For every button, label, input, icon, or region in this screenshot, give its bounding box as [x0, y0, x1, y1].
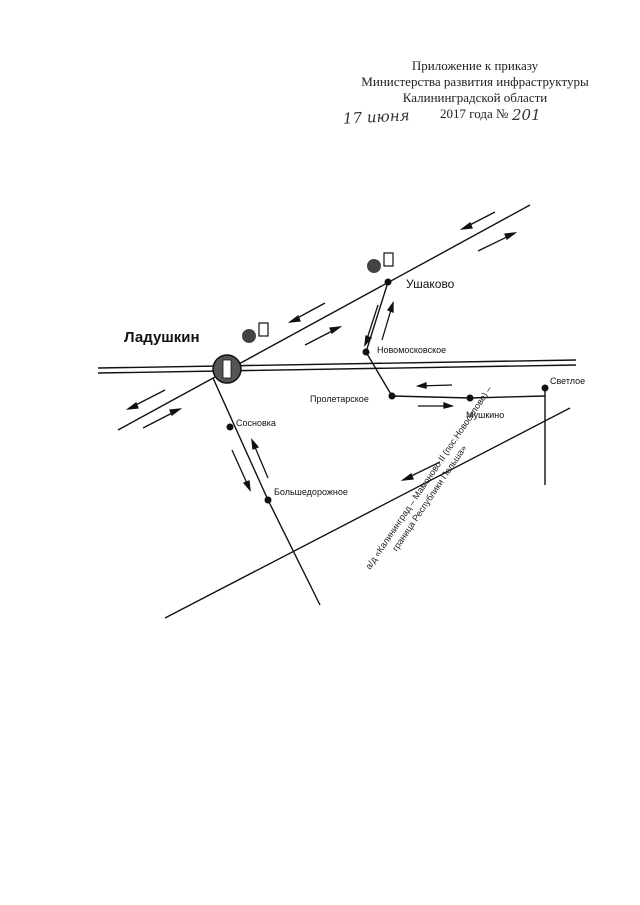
main-diagonal-road [117, 204, 531, 431]
arrow-head [169, 408, 183, 417]
arrow-head [251, 437, 260, 450]
label-novomoskovskoe: Новомосковское [377, 345, 446, 355]
arrow-head [125, 401, 139, 410]
header-line-3: Калининградской области [402, 90, 548, 105]
arrow-head [459, 221, 473, 230]
order-header: Приложение к приказу Министерства развит… [340, 58, 610, 106]
arrow-head [329, 326, 343, 335]
horizontal-road-top [97, 359, 577, 369]
arrow-head [287, 314, 301, 323]
stop-mushkino [466, 394, 474, 402]
header-line-1: Приложение к приказу [411, 58, 539, 73]
header-year: 2017 года № [440, 106, 509, 121]
horizontal-road-bottom [97, 364, 577, 374]
label-mushkino: Мушкино [466, 410, 504, 420]
label-proletarskoe: Пролетарское [310, 394, 369, 404]
stop-bolshedorozhnoe [264, 496, 272, 504]
stop-svetloe [541, 384, 549, 392]
arrow-head [443, 402, 455, 409]
sign-near-ushakovo [367, 252, 394, 273]
arrow-head [242, 480, 251, 493]
label-bolshedorozhnoe: Большедорожное [274, 487, 348, 497]
label-sosnovka: Сосновка [236, 418, 276, 428]
label-ushakovo: Ушаково [406, 277, 455, 291]
direction-arrows [125, 211, 518, 493]
label-svetloe: Светлое [550, 376, 585, 386]
road-signs [212, 252, 394, 384]
stop-points [226, 278, 549, 504]
sign-circle [367, 259, 381, 273]
sign-plate [383, 252, 394, 267]
stop-sosnovka [226, 423, 234, 431]
header-line-2: Министерства развития инфраструктуры [361, 74, 589, 89]
arrow-head [386, 300, 394, 313]
highway-kaliningrad-mamonovo [164, 407, 571, 619]
stop-novomoskovskoe [362, 348, 370, 356]
stop-proletarskoe [388, 392, 396, 400]
handwritten-number: 201 [512, 106, 541, 124]
label-ladushkin: Ладушкин [124, 329, 200, 346]
sign-circle [242, 329, 256, 343]
stop-ushakovo [384, 278, 392, 286]
ladushkin-terminal-icon [212, 354, 242, 384]
arrow-head [415, 382, 427, 389]
sign-plate [258, 322, 269, 337]
highway-label-line-1: а/д «Калининград – Мамоново II (пос.Ново… [363, 384, 494, 571]
arrow-head [364, 335, 373, 348]
highway-label-line-2: граница Республики Польша» [390, 443, 468, 553]
terminal-bar [222, 359, 232, 379]
sign-near-ladushkin [242, 322, 269, 343]
arrow-head [400, 472, 414, 481]
arrow-head [504, 232, 518, 241]
